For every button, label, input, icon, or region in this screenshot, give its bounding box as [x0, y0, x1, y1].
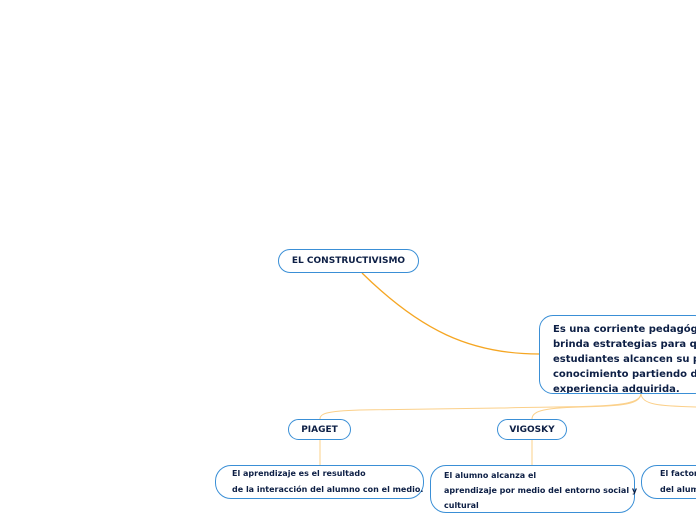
- description-line: de la interacción del alumno con el medi…: [232, 485, 424, 494]
- description-line: cultural: [444, 501, 479, 510]
- vigosky-label: VIGOSKY: [509, 424, 555, 435]
- piaget-description-node[interactable]: El aprendizaje es el resultado de la int…: [215, 465, 424, 499]
- definition-line: conocimiento partiendo desd: [553, 369, 696, 380]
- description-line: El aprendizaje es el resultado: [232, 469, 366, 478]
- definition-line: brinda estrategias para que l: [553, 339, 696, 350]
- description-line: aprendizaje por medio del entorno social…: [444, 486, 638, 495]
- description-line: El factor r: [660, 469, 696, 478]
- title-text: EL CONSTRUCTIVISMO: [291, 256, 406, 266]
- description-line: El alumno alcanza el: [444, 471, 537, 480]
- title-node[interactable]: EL CONSTRUCTIVISMO: [278, 249, 419, 273]
- connector-definition-vigosky: [531, 392, 642, 420]
- piaget-label: PIAGET: [301, 424, 338, 435]
- definition-line: Es una corriente pedagógica: [553, 324, 696, 335]
- definition-line: experiencia adquirida.: [553, 384, 680, 394]
- vigosky-description-node[interactable]: El alumno alcanza el aprendizaje por med…: [430, 465, 638, 513]
- partial-description-node[interactable]: El factor r del alumn: [641, 465, 696, 499]
- connector-title-definition: [361, 272, 540, 355]
- connector-definition-piaget: [319, 392, 642, 420]
- connector-definition-right: [640, 392, 696, 408]
- description-line: del alumn: [660, 485, 696, 494]
- vigosky-node[interactable]: VIGOSKY: [497, 419, 567, 440]
- definition-line: estudiantes alcancen su prop: [553, 354, 696, 365]
- definition-node[interactable]: Es una corriente pedagógica brinda estra…: [539, 315, 696, 394]
- piaget-node[interactable]: PIAGET: [288, 419, 351, 440]
